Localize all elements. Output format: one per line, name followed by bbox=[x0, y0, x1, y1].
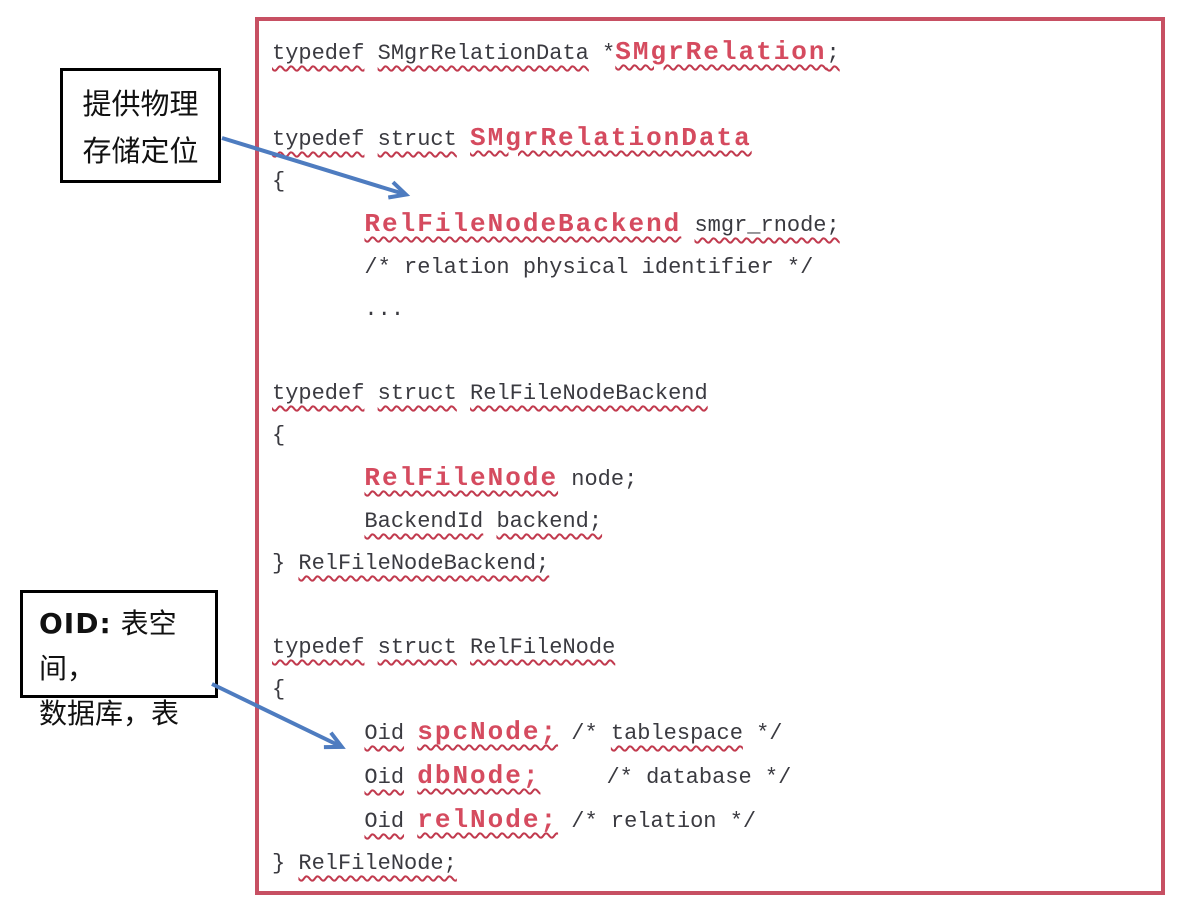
code-text bbox=[272, 213, 364, 238]
code-text bbox=[457, 381, 470, 406]
code-text: SMgrRelationData bbox=[377, 41, 589, 66]
code-text bbox=[364, 381, 377, 406]
code-text: typedef bbox=[272, 635, 365, 660]
code-line: ... bbox=[272, 289, 1157, 331]
code-keyword: RelFileNodeBackend bbox=[364, 209, 682, 239]
code-text: tablespace bbox=[610, 721, 743, 746]
code-text: * bbox=[588, 41, 616, 66]
code-text: /* relation physical identifier */ bbox=[272, 255, 814, 280]
callout-physical-storage-line1: 提供物理 bbox=[82, 87, 199, 121]
code-text bbox=[483, 509, 496, 534]
code-keyword: RelFileNode bbox=[364, 463, 559, 493]
code-text bbox=[272, 467, 364, 492]
code-text: */ bbox=[742, 721, 783, 746]
code-keyword: SMgrRelationData bbox=[470, 123, 752, 153]
code-text bbox=[404, 721, 417, 746]
code-text bbox=[364, 41, 377, 66]
code-line: typedef SMgrRelationData *SMgrRelation; bbox=[272, 31, 1157, 75]
code-text: node; bbox=[558, 467, 638, 492]
code-text: RelFileNodeBackend bbox=[470, 381, 708, 406]
code-line: Oid spcNode; /* tablespace */ bbox=[272, 711, 1157, 755]
code-text: } bbox=[272, 551, 299, 576]
code-text: Oid bbox=[364, 809, 405, 834]
code-text: RelFileNodeBackend; bbox=[298, 551, 550, 576]
code-text: /* relation */ bbox=[558, 809, 757, 834]
code-line: RelFileNode node; bbox=[272, 457, 1157, 501]
code-text: Oid bbox=[364, 721, 405, 746]
code-line: Oid relNode; /* relation */ bbox=[272, 799, 1157, 843]
code-line: typedef struct SMgrRelationData bbox=[272, 117, 1157, 161]
code-text: typedef bbox=[272, 41, 365, 66]
callout-oid-line2: 数据库，表 bbox=[39, 697, 180, 730]
code-keyword: relNode; bbox=[417, 805, 559, 835]
code-text: } bbox=[272, 851, 299, 876]
code-text bbox=[364, 635, 377, 660]
code-text bbox=[272, 765, 364, 790]
code-text: backend; bbox=[496, 509, 603, 534]
code-line bbox=[272, 585, 1157, 627]
code-text bbox=[404, 765, 417, 790]
code-line: { bbox=[272, 415, 1157, 457]
code-line: BackendId backend; bbox=[272, 501, 1157, 543]
code-line: } RelFileNode; bbox=[272, 843, 1157, 885]
callout-oid-line1-rest: 表空间， bbox=[39, 607, 177, 685]
code-text: BackendId bbox=[364, 509, 484, 534]
code-keyword: dbNode; bbox=[417, 761, 541, 791]
code-text: { bbox=[272, 423, 286, 448]
code-text: struct bbox=[377, 127, 457, 152]
code-line: typedef struct RelFileNode bbox=[272, 627, 1157, 669]
code-line: { bbox=[272, 161, 1157, 203]
code-text: /* database */ bbox=[540, 765, 792, 790]
code-line: /* relation physical identifier */ bbox=[272, 247, 1157, 289]
code-line: RelFileNodeBackend smgr_rnode; bbox=[272, 203, 1157, 247]
code-text bbox=[364, 127, 377, 152]
code-text bbox=[272, 809, 364, 834]
code-box: typedef SMgrRelationData *SMgrRelation;t… bbox=[255, 17, 1165, 895]
code-text bbox=[681, 213, 694, 238]
callout-oid-prefix: OID: bbox=[39, 607, 112, 640]
code-text: Oid bbox=[364, 765, 405, 790]
callout-physical-storage-line2: 存储定位 bbox=[82, 134, 199, 168]
code-text: typedef bbox=[272, 381, 365, 406]
code-text bbox=[272, 509, 364, 534]
code-text: { bbox=[272, 677, 286, 702]
code-line: typedef struct RelFileNodeBackend bbox=[272, 373, 1157, 415]
code-text: { bbox=[272, 169, 286, 194]
code-text: ; bbox=[826, 41, 840, 66]
code-line: Oid dbNode; /* database */ bbox=[272, 755, 1157, 799]
code-line: } RelFileNodeBackend; bbox=[272, 543, 1157, 585]
callout-oid-line1: OID: 表空间， bbox=[39, 601, 215, 691]
code-text bbox=[404, 809, 417, 834]
code-text: typedef bbox=[272, 127, 365, 152]
code-text: /* bbox=[558, 721, 611, 746]
code-text: ... bbox=[272, 297, 405, 322]
code-text bbox=[457, 127, 470, 152]
code-keyword: SMgrRelation bbox=[615, 37, 827, 67]
code-keyword: spcNode; bbox=[417, 717, 559, 747]
callout-physical-storage: 提供物理 存储定位 bbox=[60, 68, 221, 183]
code-lines: typedef SMgrRelationData *SMgrRelation;t… bbox=[272, 31, 1157, 885]
code-text: struct bbox=[377, 381, 457, 406]
code-text bbox=[272, 721, 364, 746]
code-line bbox=[272, 331, 1157, 373]
code-text: RelFileNode bbox=[470, 635, 616, 660]
code-text: struct bbox=[377, 635, 457, 660]
code-text: RelFileNode; bbox=[298, 851, 457, 876]
code-text: smgr_rnode; bbox=[694, 213, 840, 238]
callout-oid: OID: 表空间， 数据库，表 bbox=[20, 590, 218, 730]
code-line bbox=[272, 75, 1157, 117]
code-text bbox=[457, 635, 470, 660]
code-line: { bbox=[272, 669, 1157, 711]
